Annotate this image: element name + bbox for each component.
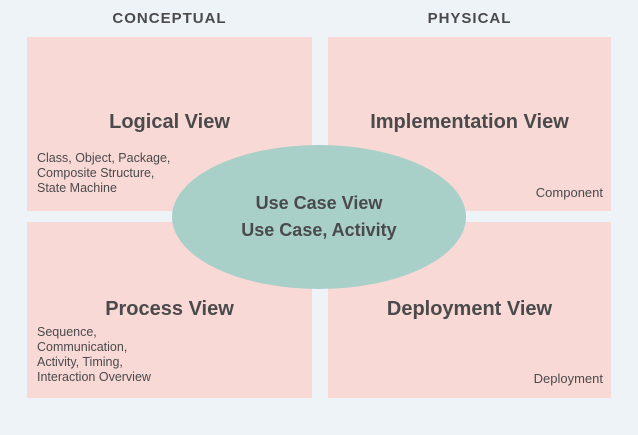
deployment-view-title: Deployment View bbox=[386, 298, 553, 320]
implementation-view-label: Component bbox=[535, 185, 603, 200]
column-header-physical: PHYSICAL bbox=[427, 10, 512, 27]
process-view-diagram-list: Sequence, Communication, Activity, Timin… bbox=[37, 325, 151, 384]
column-header-conceptual: CONCEPTUAL bbox=[112, 10, 227, 27]
quadrant-implementation-view: Implementation View Component bbox=[328, 37, 611, 211]
logical-view-diagram-list: Class, Object, Package, Composite Struct… bbox=[37, 151, 171, 195]
implementation-view-title: Implementation View bbox=[370, 111, 569, 133]
quadrant-logical-view: Logical View Class, Object, Package, Com… bbox=[27, 37, 312, 211]
use-case-view-diagram-list: Use Case, Activity bbox=[241, 220, 397, 240]
use-case-view-ellipse: Use Case View Use Case, Activity bbox=[172, 145, 466, 289]
logical-view-title: Logical View bbox=[109, 111, 230, 133]
process-view-title: Process View bbox=[105, 298, 234, 320]
deployment-view-label: Deployment bbox=[533, 371, 603, 386]
use-case-view-title: Use Case View bbox=[255, 193, 383, 213]
